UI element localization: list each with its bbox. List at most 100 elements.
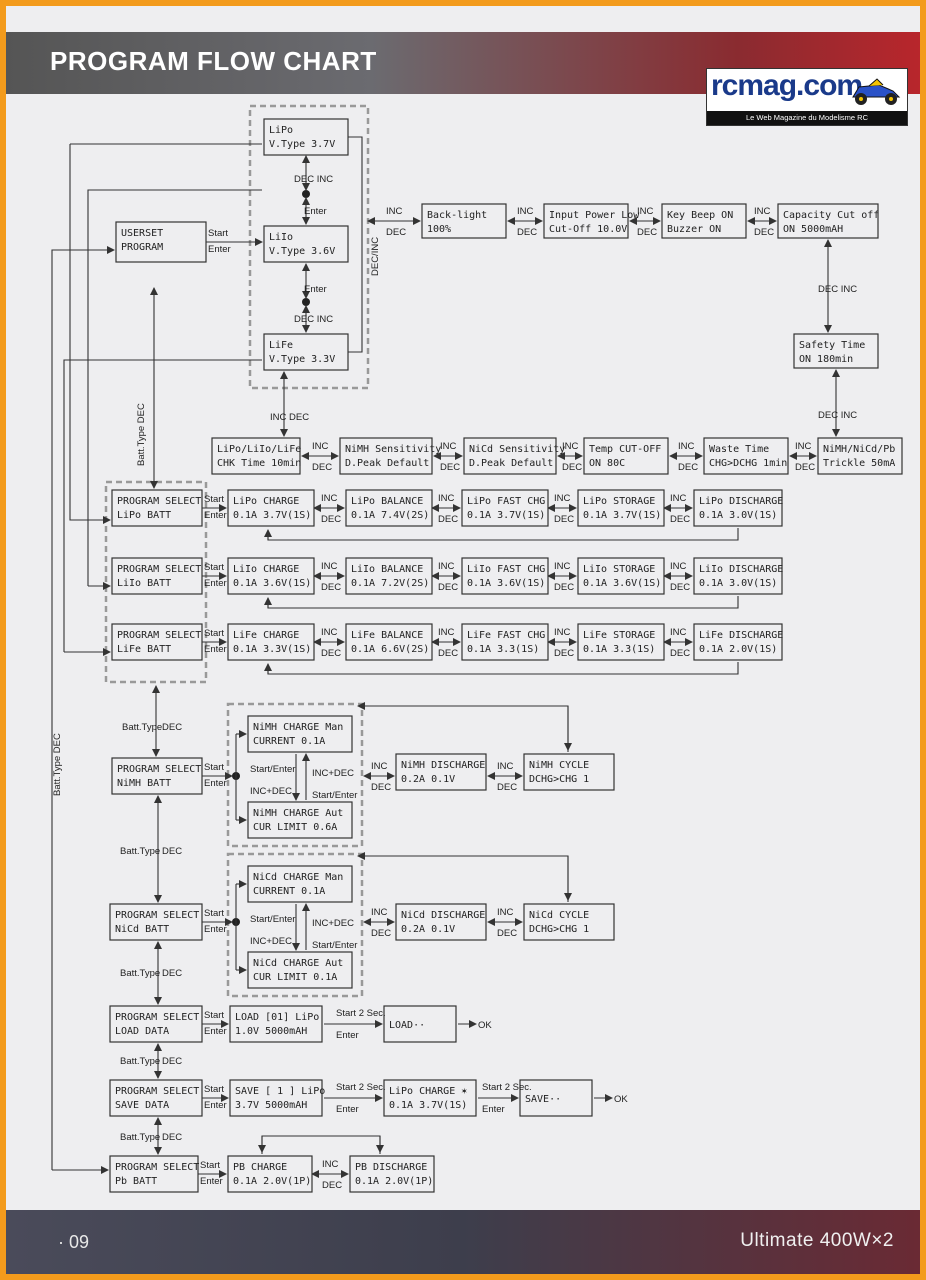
box-line-2: 0.1A 3.7V(1S) xyxy=(233,510,311,521)
box-line-2: CUR LIMIT 0.1A xyxy=(253,972,337,983)
flow-label-dec-inc: DEC INC xyxy=(294,314,333,325)
box-line-1: LiFe FAST CHG xyxy=(467,630,545,641)
box-line-2: LOAD DATA xyxy=(115,1026,169,1037)
box-line-1: LiPo/LiIo/LiFe xyxy=(217,444,301,455)
flow-connector xyxy=(69,144,111,524)
screen-box-save-chg: LiPo CHARGE ✶0.1A 3.7V(1S) xyxy=(383,1079,477,1117)
box-line-1: NiMH DISCHARGE xyxy=(401,760,485,771)
box-line-1: PROGRAM SELECT xyxy=(115,1086,199,1097)
flow-label-enter: Enter xyxy=(208,244,231,255)
flow-label-start-2sec: Start 2 Sec. xyxy=(482,1082,532,1093)
screen-box-ps-lipo: PROGRAM SELECT LiPo BATT xyxy=(111,489,203,527)
flow-label-start: Start xyxy=(204,762,224,773)
box-line-2: 0.1A 3.0V(1S) xyxy=(699,578,777,589)
box-line-1: NiMH Sensitivity xyxy=(345,444,441,455)
flow-label-start: Start xyxy=(200,1160,220,1171)
box-line-2: 0.1A 3.6V(1S) xyxy=(233,578,311,589)
flow-label-dec: DEC xyxy=(754,227,774,238)
flow-label-dec: DEC xyxy=(438,582,458,593)
flow-label-inc: INC xyxy=(438,493,455,504)
box-line-2: V.Type 3.6V xyxy=(269,246,335,257)
box-line-1: LiIo STORAGE xyxy=(583,564,655,575)
flow-label-enter: Enter xyxy=(304,284,327,295)
flow-label-dec: DEC xyxy=(670,648,690,659)
flow-label-start: Start xyxy=(204,494,224,505)
box-line-2: CURRENT 0.1A xyxy=(253,886,325,897)
flow-label-dec: DEC xyxy=(670,514,690,525)
box-line-1: LiPo xyxy=(269,125,293,136)
flow-label-dec: DEC xyxy=(554,582,574,593)
flow-label-enter: Enter xyxy=(204,510,227,521)
box-line-2: LiIo BATT xyxy=(117,578,171,589)
flow-label-inc: INC xyxy=(321,493,338,504)
flow-label-dec: DEC xyxy=(517,227,537,238)
flow-connector xyxy=(267,662,739,675)
flow-label-dec: DEC xyxy=(312,462,332,473)
flow-label-enter: Enter xyxy=(204,924,227,935)
box-line-2: CHK Time 10min xyxy=(217,458,301,469)
flow-label-start-2sec: Start 2 Sec. xyxy=(336,1008,386,1019)
box-line-1: PROGRAM SELECT xyxy=(117,496,201,507)
flow-label-inc: INC xyxy=(554,561,571,572)
box-line-2: 0.1A 6.6V(2S) xyxy=(351,644,429,655)
box-line-1: Temp CUT-OFF xyxy=(589,444,661,455)
box-line-2: 0.1A 2.0V(1S) xyxy=(699,644,777,655)
flow-label-inc-plus-dec: INC+DEC xyxy=(312,918,354,929)
box-line-2: Buzzer ON xyxy=(667,224,721,235)
flow-label-ok: OK xyxy=(614,1094,628,1105)
flow-label-dec-inc: DEC INC xyxy=(294,174,333,185)
box-line-1: LOAD·· xyxy=(389,1020,425,1031)
flow-label-inc: INC xyxy=(670,627,687,638)
rcmag-logo: rcmag.com Le Web Magazine du Modelisme R… xyxy=(706,68,908,126)
flow-label-start: Start xyxy=(204,1010,224,1021)
flow-label-dec-inc: DEC INC xyxy=(818,410,857,421)
box-line-1: PROGRAM SELECT xyxy=(115,910,199,921)
flow-connector xyxy=(51,246,115,1170)
flow-connector xyxy=(267,596,739,609)
flow-label-dec: DEC xyxy=(438,514,458,525)
flow-connector xyxy=(63,359,262,652)
box-line-2: 0.2A 0.1V xyxy=(401,774,455,785)
flow-label-inc: INC xyxy=(321,627,338,638)
flow-label-dec: DEC xyxy=(321,582,341,593)
box-line-1: NiCd CYCLE xyxy=(529,910,589,921)
flow-label-dec: DEC xyxy=(678,462,698,473)
box-line-2: 0.1A 3.7V(1S) xyxy=(389,1100,467,1111)
box-line-2: LiPo BATT xyxy=(117,510,171,521)
box-line-1: LiPo FAST CHG xyxy=(467,496,545,507)
box-line-1: LOAD [01] LiPo xyxy=(235,1012,319,1023)
box-line-2: LiFe BATT xyxy=(117,644,171,655)
flow-label-batt-type-dec: Batt.Type DEC xyxy=(136,403,147,466)
box-line-1: PROGRAM SELECT xyxy=(115,1162,199,1173)
box-line-2: 0.1A 7.2V(2S) xyxy=(351,578,429,589)
flow-label-inc-plus-dec: INC+DEC xyxy=(312,768,354,779)
flow-label-dec: DEC xyxy=(497,928,517,939)
flow-label-start: Start xyxy=(204,628,224,639)
box-line-1: Capacity Cut off xyxy=(783,210,879,221)
flow-label-start-enter: Start/Enter xyxy=(250,764,295,775)
flow-label-dec: DEC xyxy=(162,1056,182,1067)
flow-label-enter: Enter xyxy=(204,578,227,589)
flow-connector xyxy=(261,1135,381,1154)
box-line-2: D.Peak Default xyxy=(469,458,553,469)
flow-label-start-enter: Start/Enter xyxy=(312,790,357,801)
